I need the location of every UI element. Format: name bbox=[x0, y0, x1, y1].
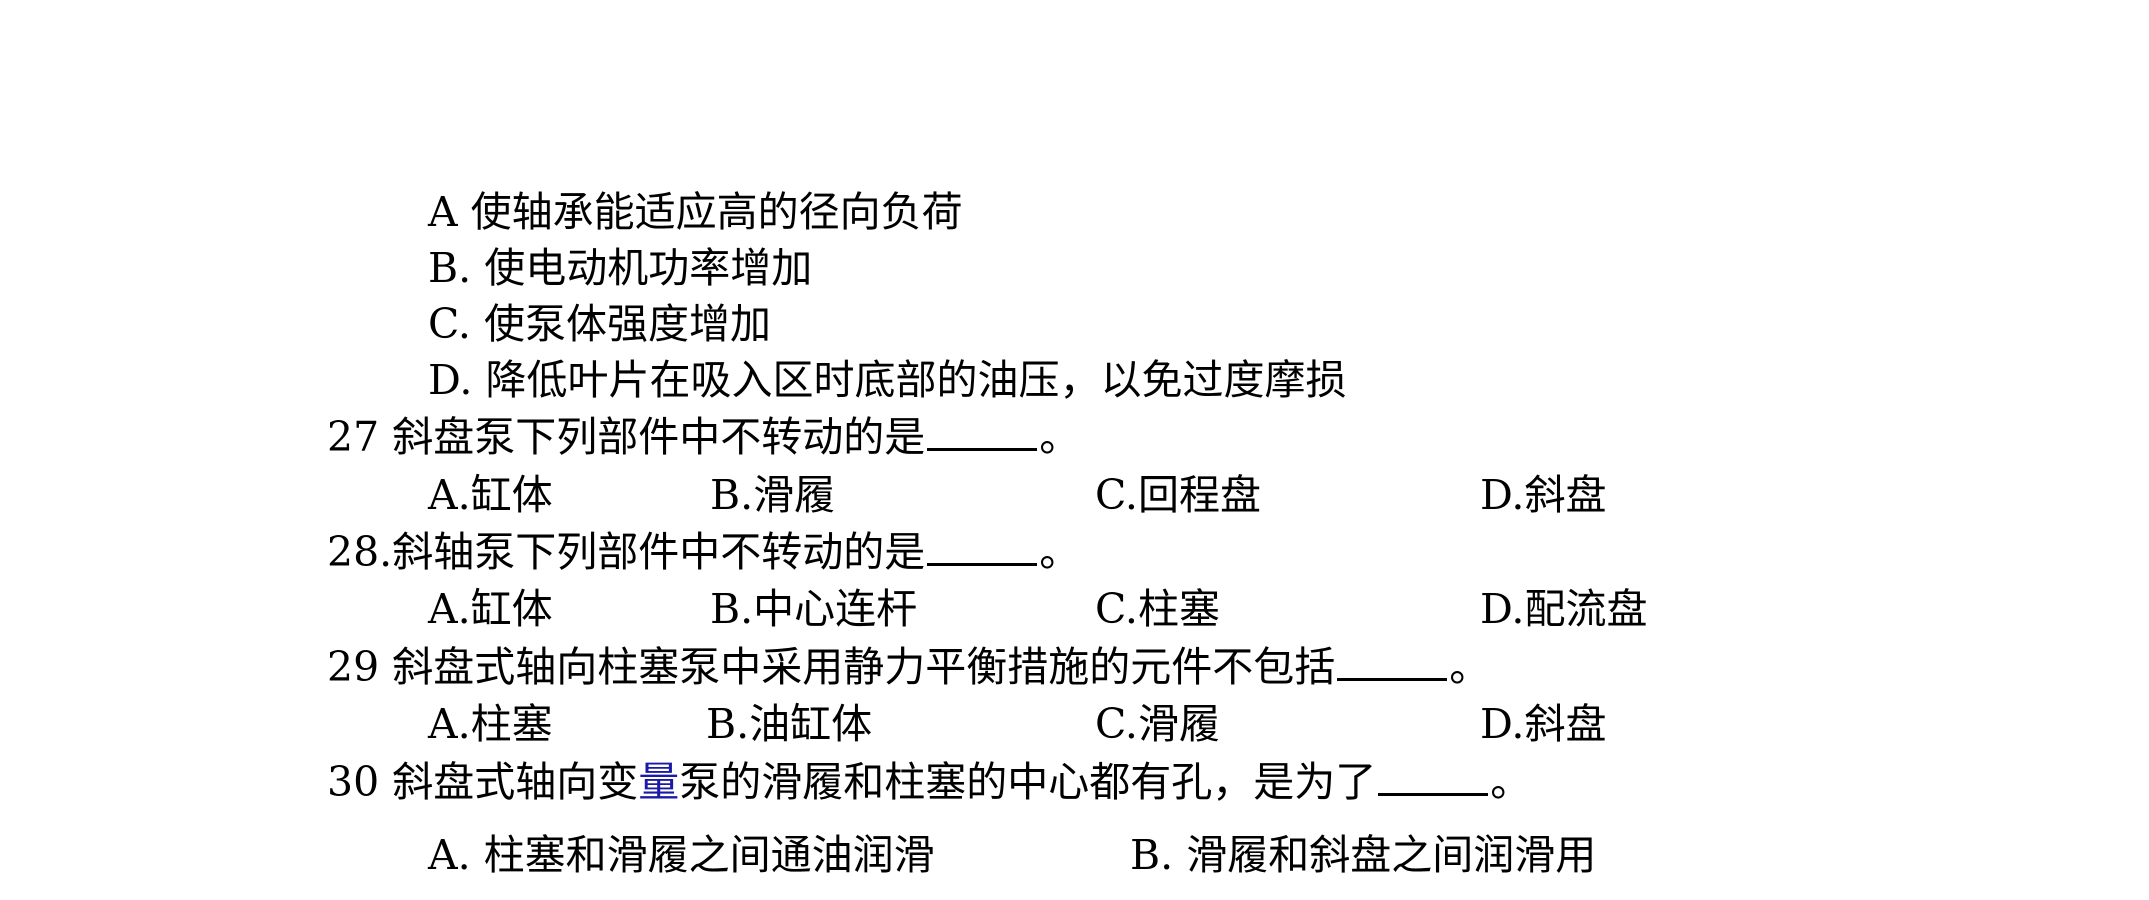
q29-stem: 29 斜盘式轴向柱塞泵中采用静力平衡措施的元件不包括 。 bbox=[327, 642, 1490, 692]
q28-answer-blank bbox=[927, 529, 1038, 566]
q30-option-a: A. 柱塞和滑履之间通油润滑 bbox=[428, 831, 935, 879]
q30-stem-end: 。 bbox=[1490, 758, 1532, 806]
q30-answer-blank bbox=[1378, 759, 1489, 796]
q28-option-c: C.柱塞 bbox=[1095, 585, 1220, 633]
q27-option-c: C.回程盘 bbox=[1095, 471, 1261, 519]
q30-option-b: B. 滑履和斜盘之间润滑用 bbox=[1130, 831, 1597, 879]
q26-option-d: D. 降低叶片在吸入区时底部的油压，以免过度摩损 bbox=[428, 356, 1347, 404]
q27-stem-end: 。 bbox=[1039, 413, 1081, 461]
q29-option-c: C.滑履 bbox=[1095, 700, 1220, 748]
q30-options-row: A. 柱塞和滑履之间通油润滑 B. 滑履和斜盘之间润滑用 bbox=[0, 830, 2149, 880]
q29-stem-end: 。 bbox=[1449, 643, 1491, 691]
q29-option-a: A.柱塞 bbox=[428, 700, 553, 748]
q27-option-d: D.斜盘 bbox=[1480, 471, 1607, 519]
q29-answer-blank bbox=[1337, 644, 1448, 681]
q26-option-b: B. 使电动机功率增加 bbox=[428, 244, 813, 292]
q28-option-a: A.缸体 bbox=[428, 585, 553, 633]
q27-option-a: A.缸体 bbox=[428, 471, 553, 519]
q30-stem-text-after: 泵的滑履和柱塞的中心都有孔，是为了 bbox=[679, 758, 1377, 806]
q28-stem: 28.斜轴泵下列部件中不转动的是 。 bbox=[327, 527, 1080, 577]
q28-option-b: B.中心连杆 bbox=[710, 585, 918, 633]
q29-option-d: D.斜盘 bbox=[1480, 700, 1607, 748]
q27-stem: 27 斜盘泵下列部件中不转动的是 。 bbox=[327, 412, 1080, 462]
q28-stem-text: 28.斜轴泵下列部件中不转动的是 bbox=[327, 528, 926, 576]
q27-answer-blank bbox=[927, 414, 1038, 451]
q30-stem-text-before: 30 斜盘式轴向变 bbox=[327, 758, 639, 806]
q30-stem-highlight: 量 bbox=[638, 758, 680, 806]
q26-option-a: A 使轴承能适应高的径向负荷 bbox=[428, 188, 963, 236]
q30-stem: 30 斜盘式轴向变量泵的滑履和柱塞的中心都有孔，是为了 。 bbox=[327, 757, 1531, 807]
q26-option-c: C. 使泵体强度增加 bbox=[428, 300, 771, 348]
q27-stem-text: 27 斜盘泵下列部件中不转动的是 bbox=[327, 413, 926, 461]
q29-stem-text: 29 斜盘式轴向柱塞泵中采用静力平衡措施的元件不包括 bbox=[327, 643, 1336, 691]
q29-option-b: B.油缸体 bbox=[706, 700, 873, 748]
q28-stem-end: 。 bbox=[1039, 528, 1081, 576]
q27-option-b: B.滑履 bbox=[710, 471, 836, 519]
q28-option-d: D.配流盘 bbox=[1480, 585, 1648, 633]
q29-options-row: A.柱塞 B.油缸体 C.滑履 D.斜盘 bbox=[0, 699, 2149, 749]
q27-options-row: A.缸体 B.滑履 C.回程盘 D.斜盘 bbox=[0, 470, 2149, 520]
q28-options-row: A.缸体 B.中心连杆 C.柱塞 D.配流盘 bbox=[0, 584, 2149, 634]
